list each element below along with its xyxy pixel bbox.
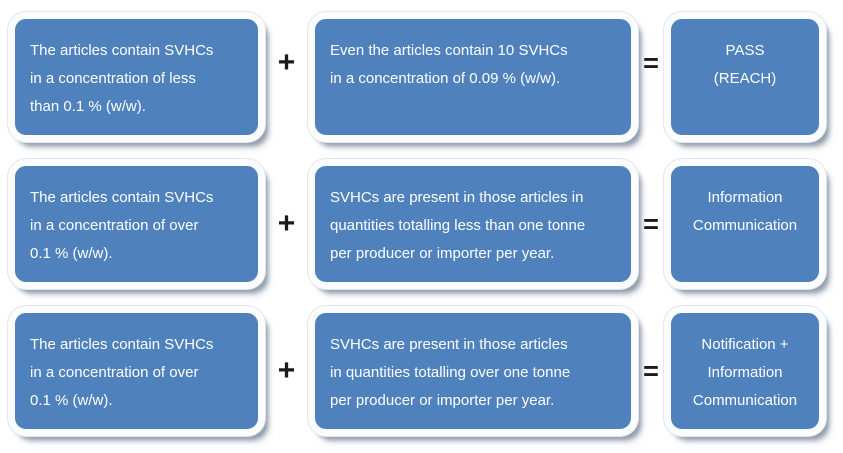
plus-icon: + [265, 12, 308, 142]
outcome-text: Notification + Information Communication [692, 336, 798, 409]
condition-b-box: Even the articles contain 10 SVHCs in a … [308, 12, 638, 142]
outcome-box: Information Communication [664, 159, 826, 289]
condition-b-box: SVHCs are present in those articles in q… [308, 306, 638, 436]
plus-glyph: + [277, 207, 296, 240]
flow-row-notification: The articles contain SVHCs in a concentr… [8, 306, 843, 436]
plus-icon: + [265, 159, 308, 289]
plus-glyph: + [277, 354, 296, 387]
equals-glyph: = [643, 355, 659, 386]
outcome-text: PASS (REACH) [713, 42, 777, 87]
equals-icon: = [638, 159, 664, 289]
outcome-box: Notification + Information Communication [664, 306, 826, 436]
condition-b-text: SVHCs are present in those articles in q… [330, 189, 586, 262]
condition-a-text: The articles contain SVHCs in a concentr… [30, 189, 214, 262]
equals-glyph: = [643, 208, 659, 239]
condition-a-box: The articles contain SVHCs in a concentr… [8, 159, 265, 289]
condition-a-text: The articles contain SVHCs in a concentr… [30, 336, 214, 409]
condition-b-box: SVHCs are present in those articles in q… [308, 159, 638, 289]
equals-icon: = [638, 306, 664, 436]
equals-icon: = [638, 12, 664, 142]
condition-a-box: The articles contain SVHCs in a concentr… [8, 12, 265, 142]
condition-a-text: The articles contain SVHCs in a concentr… [30, 42, 214, 115]
outcome-text: Information Communication [692, 189, 798, 234]
condition-b-text: Even the articles contain 10 SVHCs in a … [330, 42, 568, 87]
flow-row-information: The articles contain SVHCs in a concentr… [8, 159, 843, 289]
condition-b-text: SVHCs are present in those articles in q… [330, 336, 571, 409]
equals-glyph: = [643, 47, 659, 78]
outcome-box: PASS (REACH) [664, 12, 826, 142]
condition-a-box: The articles contain SVHCs in a concentr… [8, 306, 265, 436]
plus-glyph: + [277, 46, 296, 79]
plus-icon: + [265, 306, 308, 436]
flow-row-pass: The articles contain SVHCs in a concentr… [8, 12, 843, 142]
